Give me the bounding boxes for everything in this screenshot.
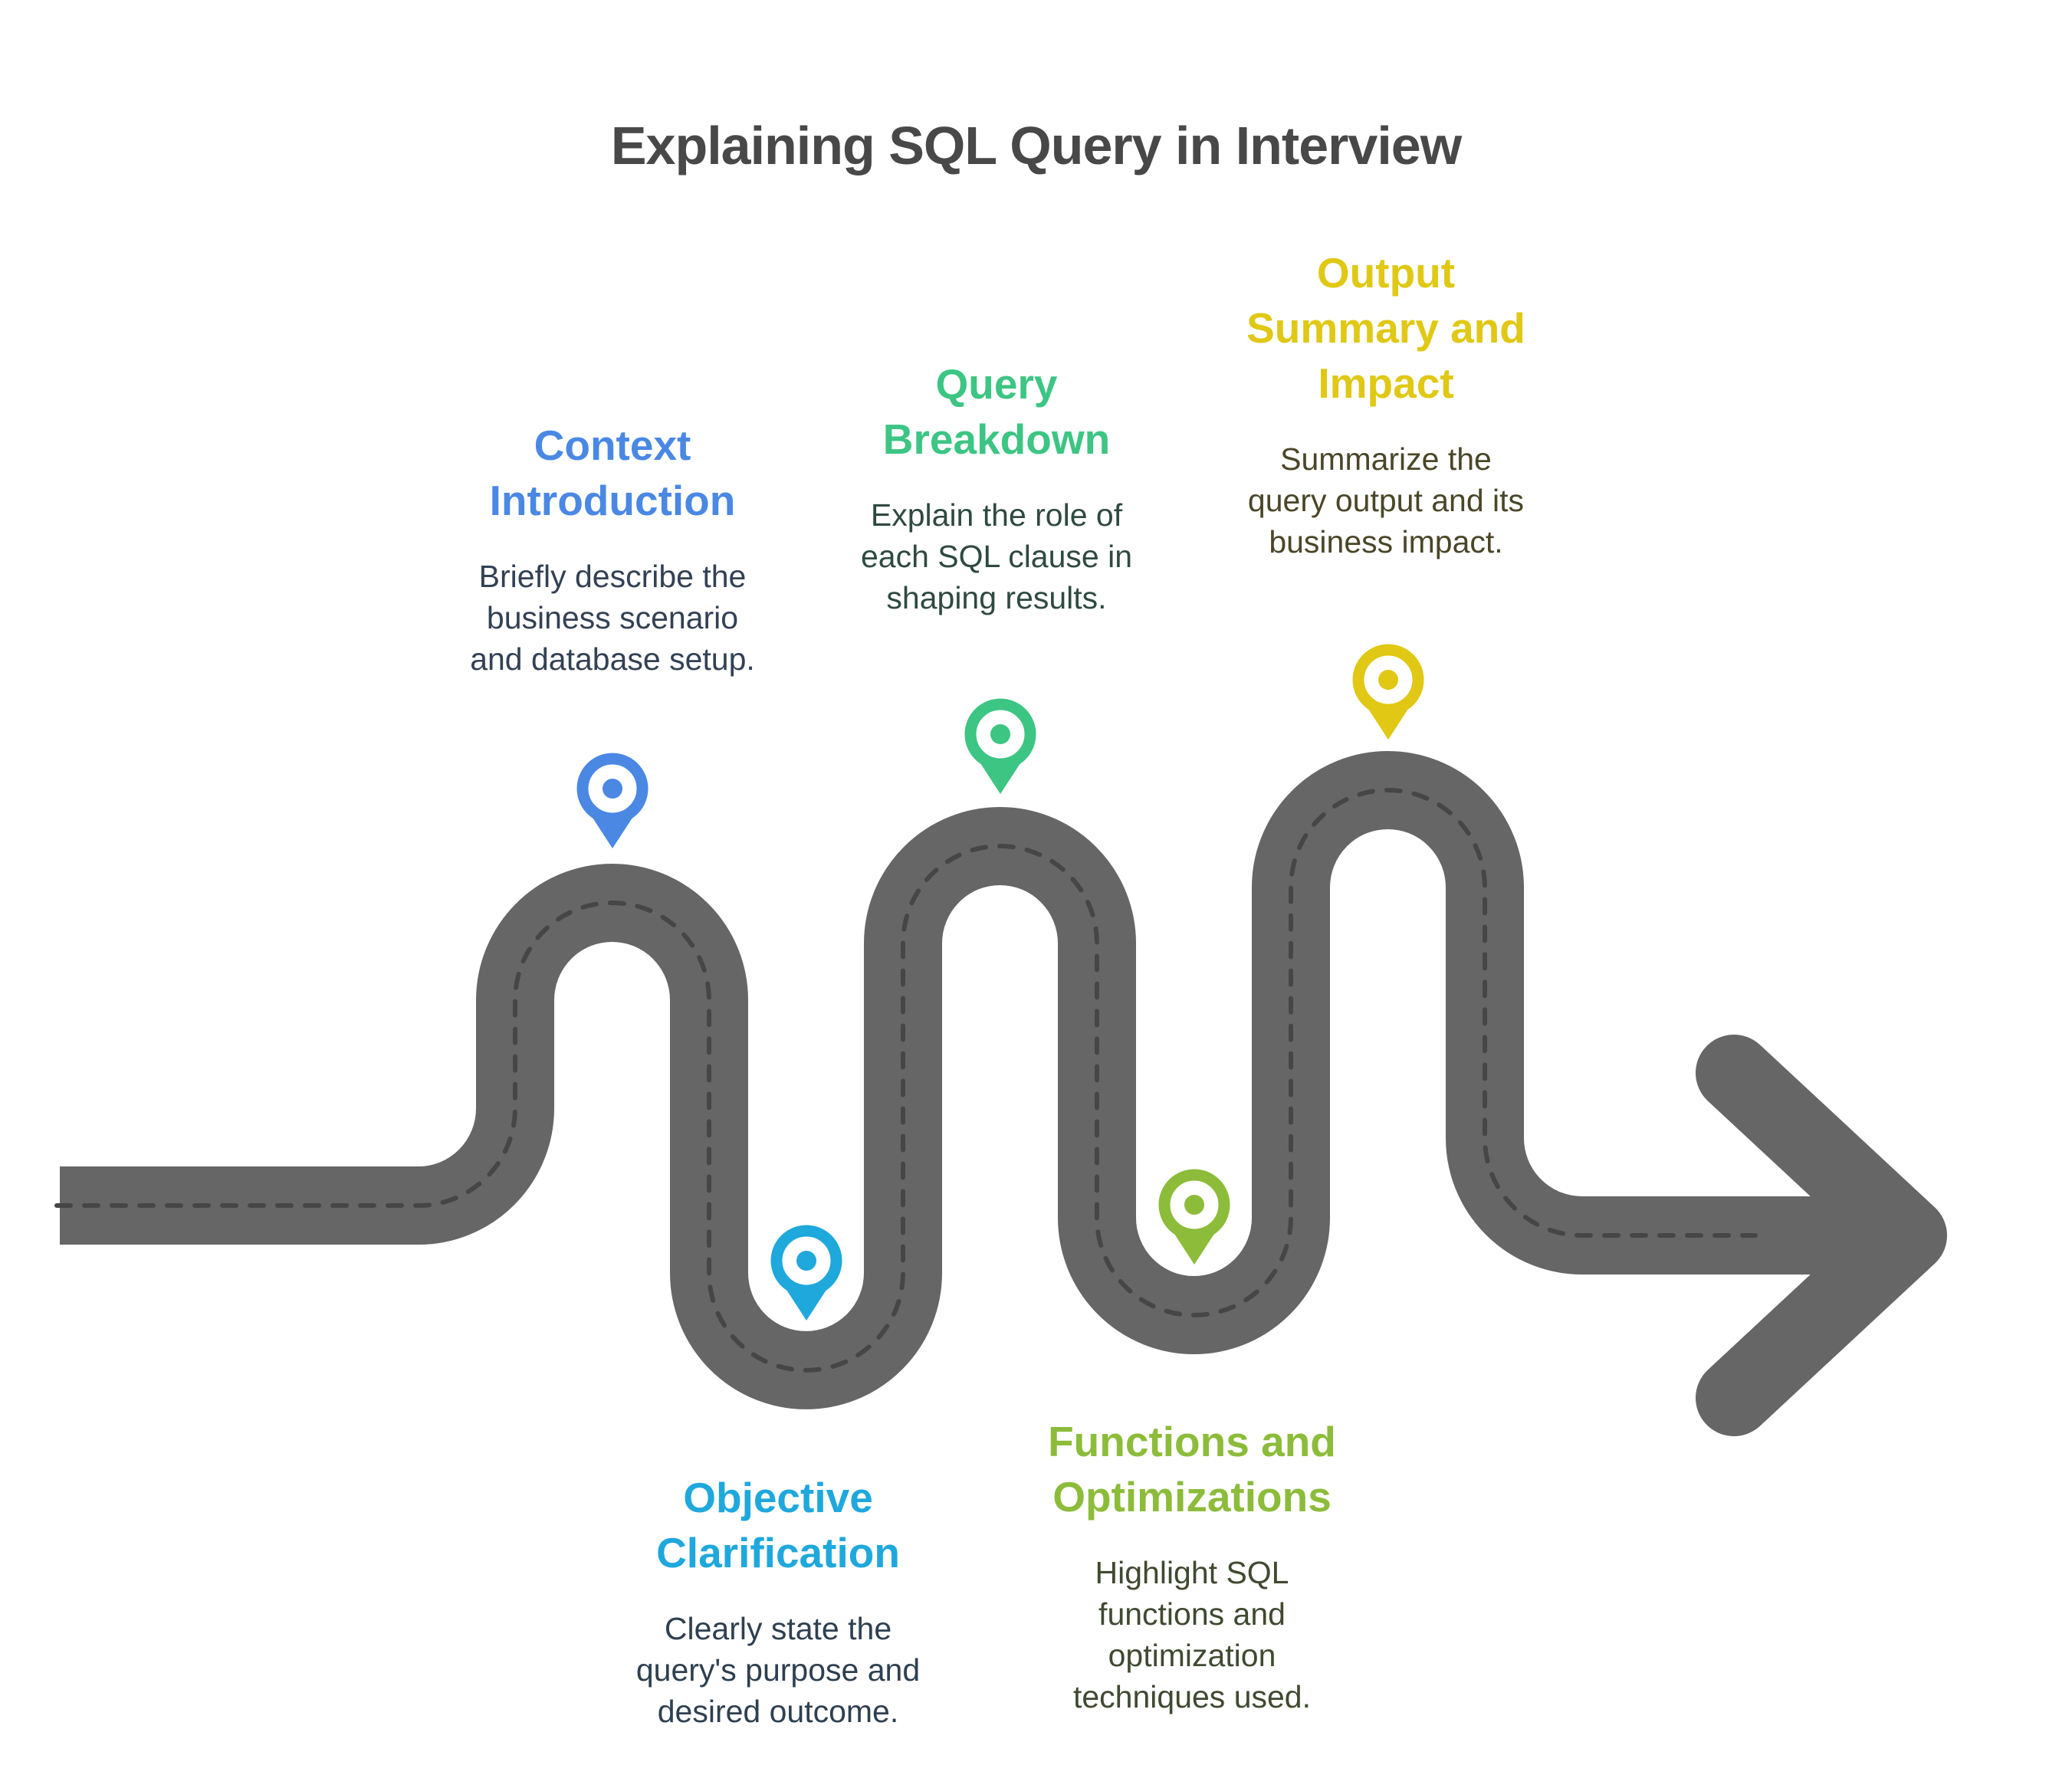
step-heading-line: Introduction	[489, 477, 736, 524]
map-pin-icon	[568, 744, 657, 859]
step-description-line: Briefly describe the	[478, 559, 747, 594]
map-pin-icon	[762, 1216, 851, 1331]
step-description-line: query output and its	[1247, 483, 1525, 518]
step-heading-line: Summary and	[1246, 304, 1525, 352]
step-description-line: Clearly state the	[664, 1611, 892, 1646]
step-heading-line: Context	[534, 422, 691, 469]
step-description: Briefly describe the business scenario and…	[413, 556, 812, 680]
step-heading-line: Breakdown	[882, 415, 1111, 463]
step-description-line: techniques used.	[1072, 1679, 1311, 1714]
road-path	[60, 751, 1855, 1409]
step-description: Highlight SQL functions and optimization te…	[993, 1552, 1391, 1717]
step-description-line: functions and	[1098, 1596, 1286, 1632]
step-heading-line: Output	[1316, 249, 1456, 297]
step-description-line: query's purpose and	[635, 1652, 921, 1688]
step-heading-line: Impact	[1318, 359, 1454, 407]
step-description-line: and database setup.	[470, 641, 755, 677]
step-description-line: business impact.	[1269, 524, 1503, 559]
step-heading-line: Optimizations	[1052, 1473, 1332, 1521]
map-pin-icon	[956, 690, 1045, 805]
step-description-line: each SQL clause in	[860, 539, 1133, 574]
step-heading-line: Clarification	[656, 1529, 900, 1576]
step-description: Clearly state the query's purpose and desi…	[579, 1608, 977, 1732]
step-description-line: Summarize the	[1280, 441, 1492, 477]
step-description-line: Explain the role of	[870, 497, 1123, 533]
step-heading-line: Query	[935, 360, 1058, 408]
step-description-line: desired outcome.	[657, 1694, 899, 1729]
road-center-dashes	[54, 788, 1758, 1373]
map-pin-icon	[1343, 635, 1433, 750]
diagram-title: Explaining SQL Query in Interview	[610, 116, 1462, 176]
map-pin-icon	[1150, 1160, 1239, 1275]
step-heading-line: Objective	[683, 1474, 873, 1521]
step-description-line: shaping results.	[886, 580, 1107, 615]
step-heading-line: Functions and	[1048, 1418, 1336, 1465]
arrow-head	[1696, 1035, 1947, 1436]
step-description: Explain the role of each SQL clause in sha…	[797, 494, 1196, 618]
step-description-line: optimization	[1108, 1638, 1276, 1673]
step-description-line: business scenario	[486, 600, 739, 635]
step-description: Summarize the query output and its busines…	[1187, 438, 1585, 563]
step-description-line: Highlight SQL	[1095, 1555, 1289, 1590]
